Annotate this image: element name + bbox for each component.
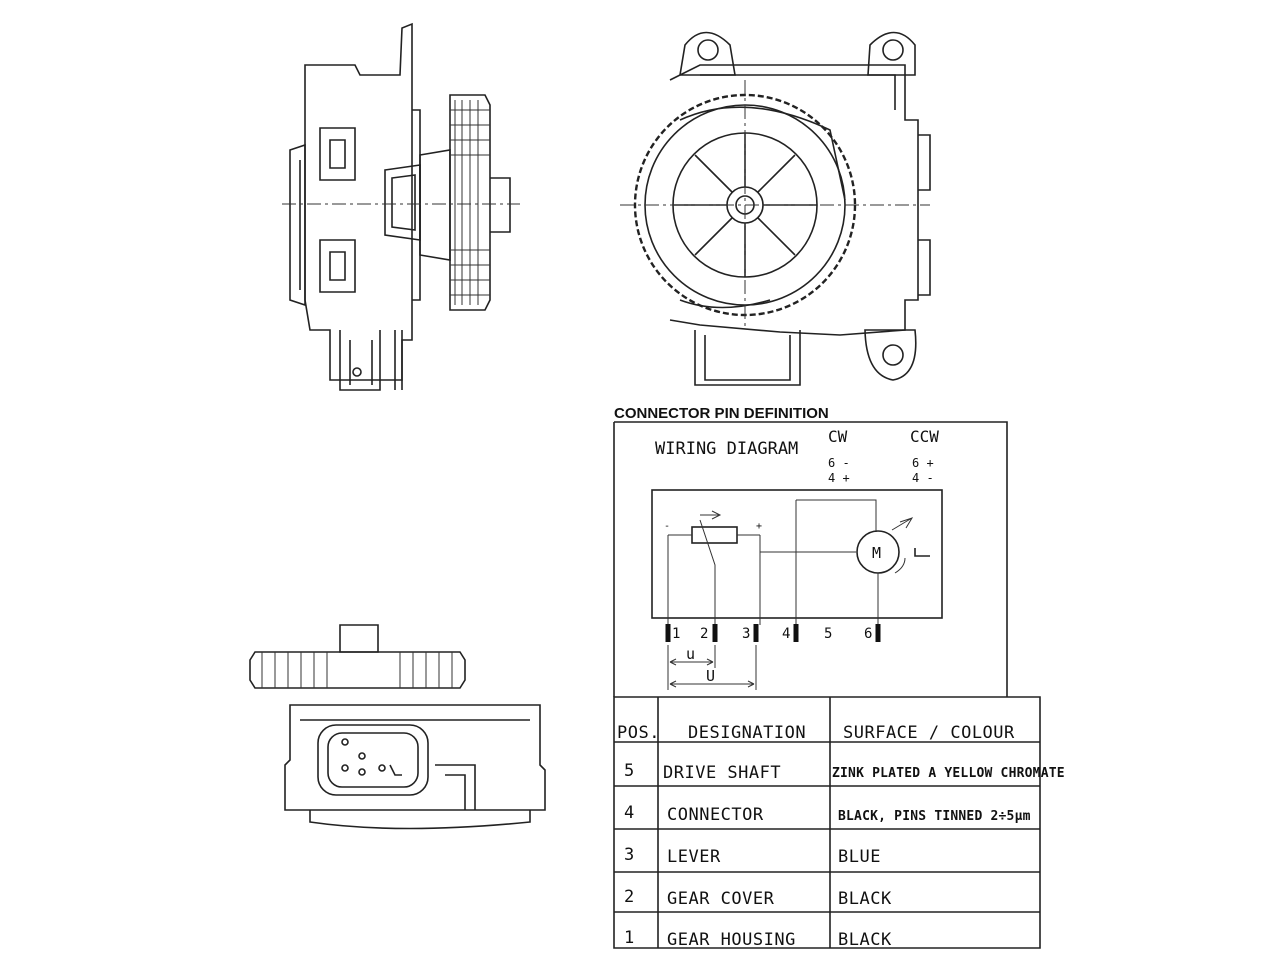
pin-label: 2 (700, 626, 708, 642)
pin-numbers: 1 2 3 4 5 6 (672, 626, 872, 642)
motor-label: M (872, 544, 881, 562)
pin-label: 3 (742, 626, 750, 642)
circuit-schematic: - + M u U (651, 489, 943, 690)
potentiometer (691, 526, 738, 544)
ccw-pin4: 4 - (912, 471, 934, 485)
row-surface: BLACK, PINS TINNED 2÷5µm (838, 809, 1031, 824)
cw-label: CW (828, 427, 848, 446)
header-surface: SURFACE / COLOUR (843, 723, 1015, 743)
row-surface: ZINK PLATED A YELLOW CHROMATE (832, 766, 1065, 781)
row-pos: 1 (624, 928, 635, 948)
row-pos: 5 (624, 761, 635, 781)
dim-u-large: U (706, 667, 715, 685)
cw-pin4: 4 + (828, 471, 850, 485)
connector-title: CONNECTOR PIN DEFINITION (614, 405, 829, 422)
side-view (282, 22, 520, 391)
parts-table: POS. DESIGNATION SURFACE / COLOUR 5 DRIV… (613, 696, 1065, 950)
ccw-pin6: 6 + (912, 456, 934, 470)
wiring-diagram-label: WIRING DIAGRAM (655, 439, 798, 459)
wiring-frame (613, 421, 1008, 697)
bottom-view (249, 624, 546, 830)
row-designation: LEVER (667, 847, 721, 867)
svg-text:-: - (664, 521, 670, 532)
cw-pin6: 6 - (828, 456, 850, 470)
pin-label: 4 (782, 626, 790, 642)
row-pos: 2 (624, 887, 635, 907)
pin-label: 1 (672, 626, 680, 642)
header-designation: DESIGNATION (688, 723, 806, 743)
row-designation: GEAR HOUSING (667, 930, 796, 950)
svg-text:+: + (756, 521, 762, 532)
row-pos: 3 (624, 845, 635, 865)
row-designation: CONNECTOR (667, 805, 764, 825)
pin-label: 5 (824, 626, 832, 642)
row-surface: BLUE (838, 847, 881, 867)
front-view (620, 31, 931, 386)
ccw-label: CCW (910, 427, 939, 446)
row-surface: BLACK (838, 930, 892, 950)
pin-label: 6 (864, 626, 872, 642)
header-pos: POS. (617, 723, 660, 743)
row-designation: DRIVE SHAFT (663, 763, 781, 783)
row-surface: BLACK (838, 889, 892, 909)
row-pos: 4 (624, 803, 635, 823)
dim-u-small: u (686, 645, 695, 663)
row-designation: GEAR COVER (667, 889, 775, 909)
